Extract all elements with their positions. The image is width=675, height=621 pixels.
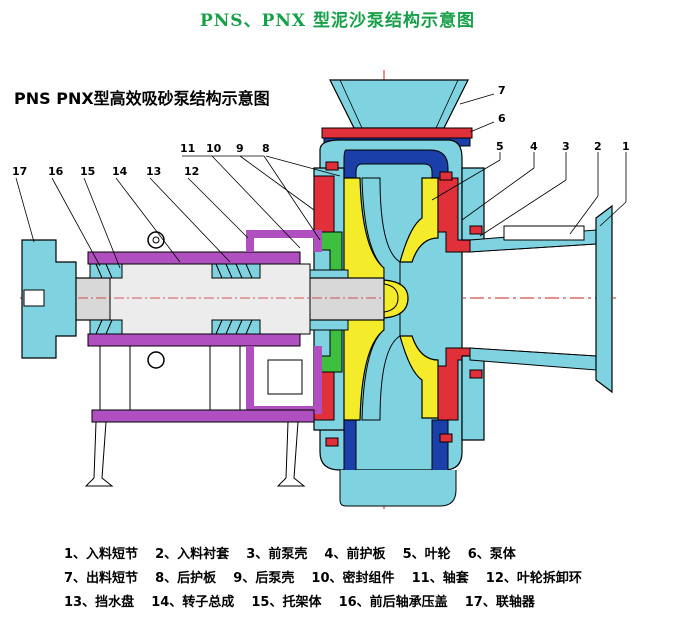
legend-item: 2、入料衬套 [155,547,230,562]
legend-item: 11、轴套 [411,571,469,586]
legend-item: 15、托架体 [251,595,322,610]
legend-item: 1、入料短节 [64,547,139,562]
bearing-frame [87,251,301,265]
legend-item: 16、前后轴承压盖 [338,595,448,610]
label-5: 5 [496,140,504,153]
diagram-title: PNS PNX型高效吸砂泵结构示意图 [14,89,270,108]
leader-lines [15,93,627,269]
label-17: 17 [12,165,27,178]
pump-structure-diagram: 1 2 3 4 5 6 7 8 9 10 11 12 13 14 15 16 1… [12,70,630,510]
label-10: 10 [206,142,222,155]
label-1: 1 [622,140,630,153]
casing-bolts [325,161,483,447]
legend-item: 14、转子总成 [151,595,235,610]
label-14: 14 [112,165,128,178]
parts-legend: 1、入料短节 2、入料衬套 3、前泵壳 4、前护板 5、叶轮 6、泵体 7、出料… [64,541,664,613]
label-7: 7 [498,84,506,97]
label-3: 3 [562,140,570,153]
label-8: 8 [262,142,270,155]
legend-item: 10、密封组件 [311,571,395,586]
discharge-flange [321,127,473,139]
label-11: 11 [180,142,195,155]
frame-feet [84,421,114,487]
label-4: 4 [530,140,538,153]
legend-item: 9、后泵壳 [233,571,295,586]
impeller-nut [383,283,399,313]
bearing-group [89,263,261,335]
label-16: 16 [48,165,64,178]
label-9: 9 [236,142,244,155]
legend-item: 3、前泵壳 [246,547,308,562]
legend-item: 4、前护板 [324,547,386,562]
legend-row-1: 1、入料短节 2、入料衬套 3、前泵壳 4、前护板 5、叶轮 6、泵体 [64,541,664,565]
label-6: 6 [498,112,506,125]
legend-item: 17、联轴器 [464,595,535,610]
part-number-labels: 1 2 3 4 5 6 7 8 9 10 11 12 13 14 15 16 1… [12,84,630,178]
legend-item: 7、出料短节 [64,571,139,586]
legend-item: 12、叶轮拆卸环 [485,571,582,586]
label-2: 2 [594,140,602,153]
page-heading: PNS、PNX 型泥沙泵结构示意图 [199,11,476,31]
legend-item: 6、泵体 [467,547,516,562]
legend-item: 8、后护板 [155,571,217,586]
label-15: 15 [80,165,95,178]
legend-item: 13、挡水盘 [64,595,135,610]
legend-row-3: 13、挡水盘 14、转子总成 15、托架体 16、前后轴承压盖 17、联轴器 [64,589,664,613]
inlet-nozzle [595,204,613,394]
legend-row-2: 7、出料短节 8、后护板 9、后泵壳 10、密封组件 11、轴套 12、叶轮拆卸… [64,565,664,589]
label-12: 12 [184,165,199,178]
legend-item: 5、叶轮 [402,547,451,562]
label-13: 13 [146,165,161,178]
coupling [21,239,77,359]
